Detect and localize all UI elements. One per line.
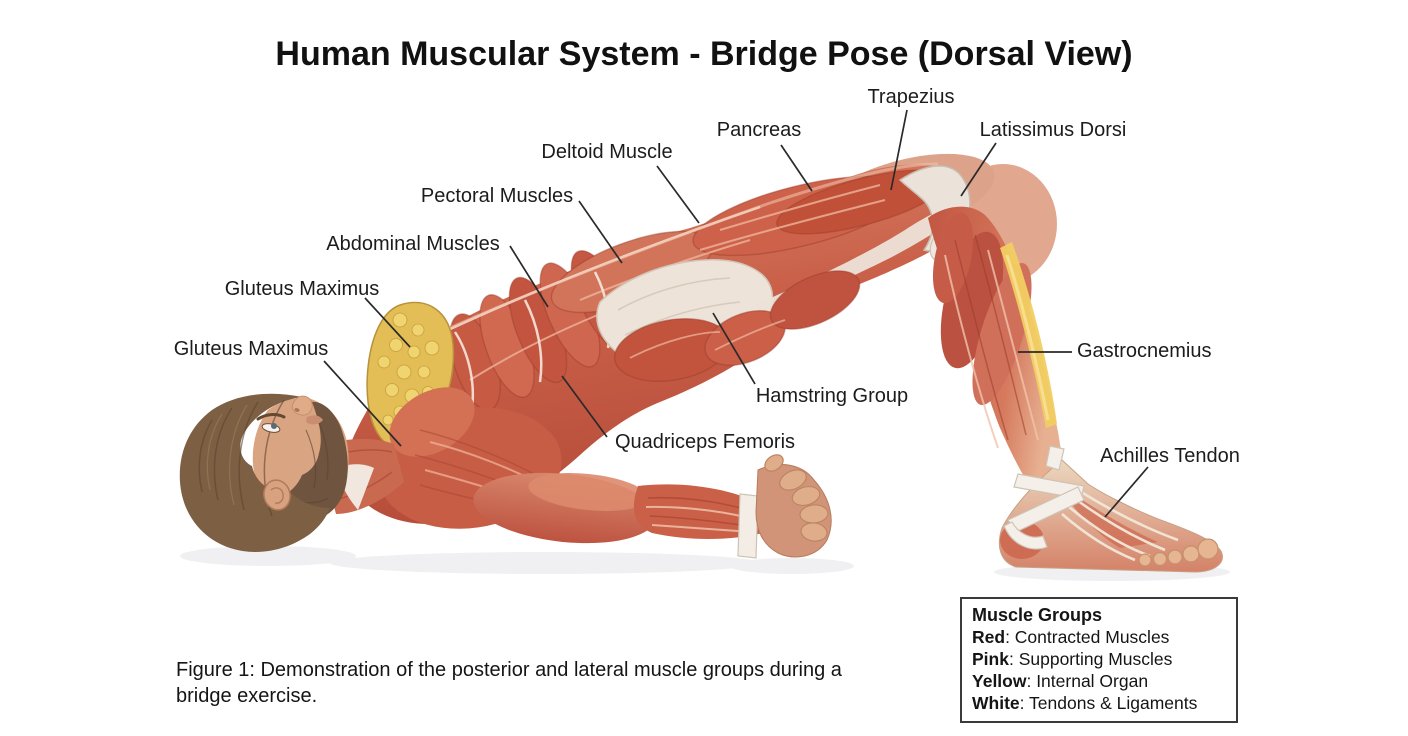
- label-abdominal-muscles: Abdominal Muscles: [326, 233, 500, 255]
- label-hamstring-group: Hamstring Group: [755, 385, 909, 407]
- legend-desc-white: : Tendons & Ligaments: [1019, 693, 1198, 713]
- head: [179, 393, 349, 552]
- legend-term-pink: Pink: [972, 649, 1009, 669]
- leader-lines: [323, 109, 1149, 518]
- legend-item-red: Red: Contracted Muscles: [972, 626, 1226, 648]
- legend-term-white: White: [972, 693, 1020, 713]
- legend: Muscle Groups Red: Contracted Muscles Pi…: [960, 597, 1238, 723]
- legend-item-white: White: Tendons & Ligaments: [972, 692, 1226, 714]
- label-latissimus-dorsi: Latissimus Dorsi: [979, 119, 1127, 141]
- figure-caption-line2: bridge exercise.: [176, 685, 318, 707]
- foot: [998, 445, 1223, 573]
- legend-desc-pink: : Supporting Muscles: [1008, 649, 1173, 669]
- legend-term-yellow: Yellow: [972, 671, 1027, 691]
- legend-item-yellow: Yellow: Internal Organ: [972, 670, 1226, 692]
- label-pectoral-muscles: Pectoral Muscles: [420, 185, 574, 207]
- label-pancreas: Pancreas: [716, 119, 802, 141]
- label-gluteus-maximus-lower: Gluteus Maximus: [173, 338, 329, 360]
- torso-highlight: [449, 162, 939, 330]
- figure-caption: Figure 1: Demonstration of the posterior…: [176, 657, 842, 709]
- label-gluteus-maximus-upper: Gluteus Maximus: [224, 278, 380, 300]
- legend-item-pink: Pink: Supporting Muscles: [972, 648, 1226, 670]
- legend-term-red: Red: [972, 627, 1006, 647]
- legend-desc-yellow: : Internal Organ: [1026, 671, 1149, 691]
- legend-desc-red: : Contracted Muscles: [1005, 627, 1170, 647]
- label-deltoid-muscle: Deltoid Muscle: [541, 141, 673, 163]
- legend-title: Muscle Groups: [972, 605, 1103, 625]
- label-achilles-tendon: Achilles Tendon: [1100, 445, 1240, 467]
- page-title: Human Muscular System - Bridge Pose (Dor…: [275, 34, 1133, 73]
- figure-caption-line1: Figure 1: Demonstration of the posterior…: [176, 659, 842, 681]
- label-gastrocnemius: Gastrocnemius: [1077, 340, 1212, 362]
- arm: [378, 387, 832, 559]
- label-quadriceps-femoris: Quadriceps Femoris: [614, 431, 796, 453]
- label-trapezius: Trapezius: [867, 86, 955, 108]
- lower-leg: [928, 206, 1064, 496]
